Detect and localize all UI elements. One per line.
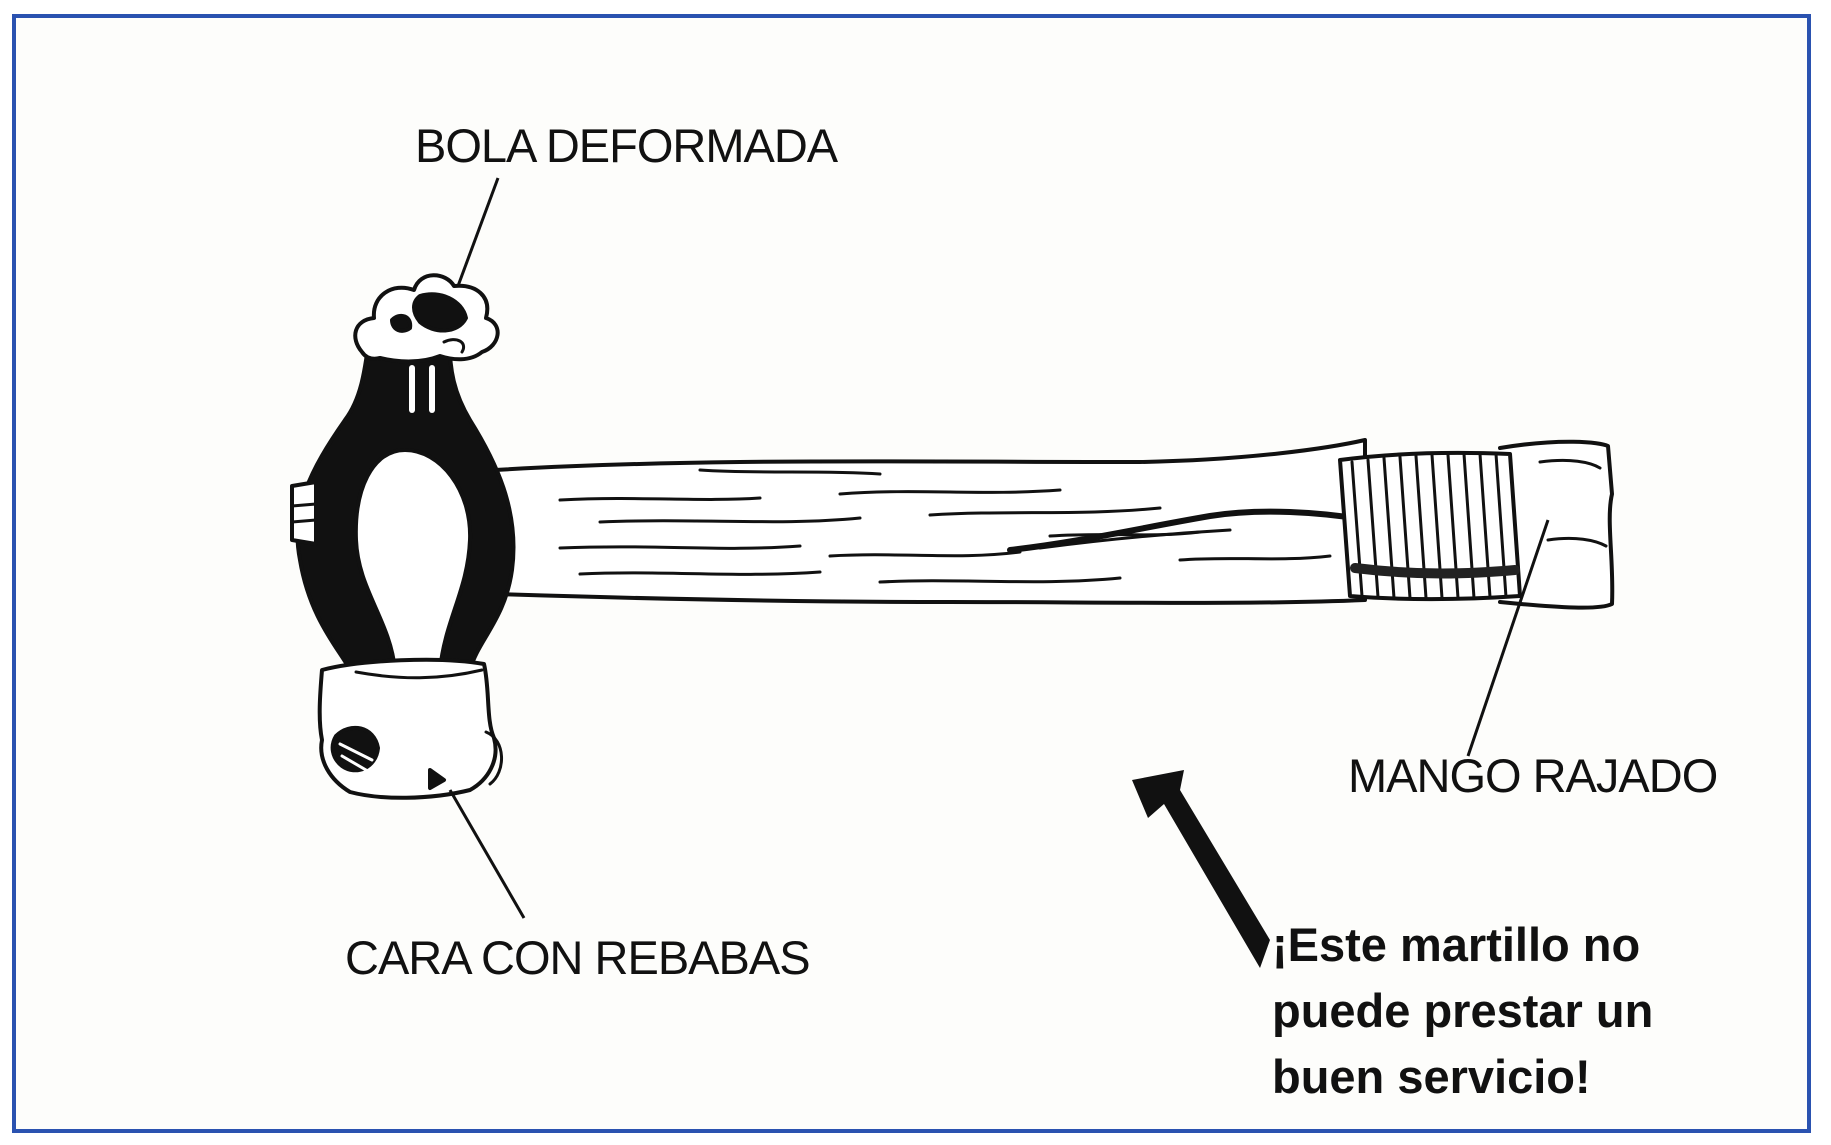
warning-line-3: buen servicio! [1272, 1050, 1591, 1103]
pointer-arrow-icon [1132, 770, 1270, 968]
handle-crack [1007, 508, 1371, 553]
warning-line-2: puede prestar un [1272, 984, 1654, 1037]
leader-lines [448, 177, 1550, 919]
leader-ball [456, 177, 500, 287]
label-face: CARA CON REBABAS [345, 931, 811, 984]
warning-line-1: ¡Este martillo no [1272, 918, 1641, 971]
hammer-icon [290, 273, 1615, 800]
side-wedge [290, 480, 318, 546]
label-ball: BOLA DEFORMADA [415, 119, 838, 172]
warning-text: ¡Este martillo no puede prestar un buen … [1272, 912, 1717, 1110]
leader-face [448, 789, 526, 919]
handle-end [1498, 439, 1615, 610]
leader-handle [1466, 519, 1550, 757]
hammer-handle [493, 438, 1367, 605]
label-handle: MANGO RAJADO [1348, 749, 1718, 802]
